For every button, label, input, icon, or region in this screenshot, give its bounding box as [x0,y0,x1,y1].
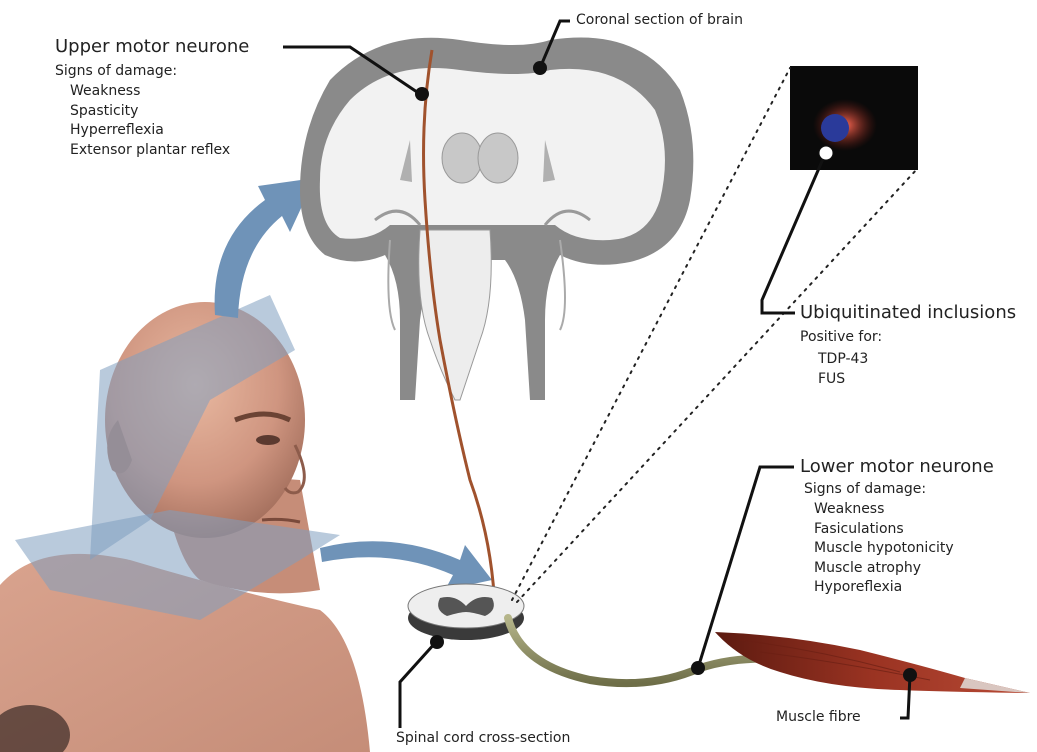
lower-sign-item: Muscle atrophy [814,559,954,579]
arrow-to-brain [215,178,315,318]
muscle [715,632,1030,693]
upper-sign-item: Extensor plantar reflex [70,141,230,161]
upper-signs-heading: Signs of damage: [55,63,177,79]
lower-sign-item: Fasiculations [814,520,954,540]
lower-sign-item: Weakness [814,500,954,520]
inclusion-micrograph [790,66,918,170]
upper-sign-item: Hyperreflexia [70,121,230,141]
lower-sign-item: Muscle hypotonicity [814,539,954,559]
upper-motor-neurone-title: Upper motor neurone [55,36,249,57]
inclusions-list: TDP-43 FUS [818,350,868,389]
inclusions-positive-heading: Positive for: [800,329,882,345]
dot-lower [691,661,705,675]
lower-motor-neurone-title: Lower motor neurone [800,456,994,477]
dot-upper [415,87,429,101]
lower-sign-item: Hyporeflexia [814,578,954,598]
inclusion-marker-item: TDP-43 [818,350,868,370]
lower-signs-list: Weakness Fasiculations Muscle hypotonici… [814,500,954,598]
upper-sign-item: Spasticity [70,102,230,122]
cell-nucleus [821,114,849,142]
dot-muscle [903,668,917,682]
thalamus-right [478,133,518,183]
arrow-to-spinal-cord [320,541,492,590]
upper-sign-item: Weakness [70,82,230,102]
dot-spinal [430,635,444,649]
ubiquitinated-inclusions-title: Ubiquitinated inclusions [800,302,1016,323]
thalamus-left [442,133,482,183]
inclusion-marker-item: FUS [818,370,868,390]
coronal-section-label: Coronal section of brain [576,12,743,28]
leader-spinal [400,642,436,728]
brain-section [300,37,693,400]
upper-signs-list: Weakness Spasticity Hyperreflexia Extens… [70,82,230,160]
eye [256,435,280,445]
muscle-fibre-label: Muscle fibre [776,709,861,725]
spinal-cord-label: Spinal cord cross-section [396,730,570,746]
lower-signs-heading: Signs of damage: [804,481,926,497]
dot-coronal [533,61,547,75]
dot-inclusion [819,146,833,160]
leader-inclusions [762,152,826,313]
spinal-cord [408,584,524,640]
